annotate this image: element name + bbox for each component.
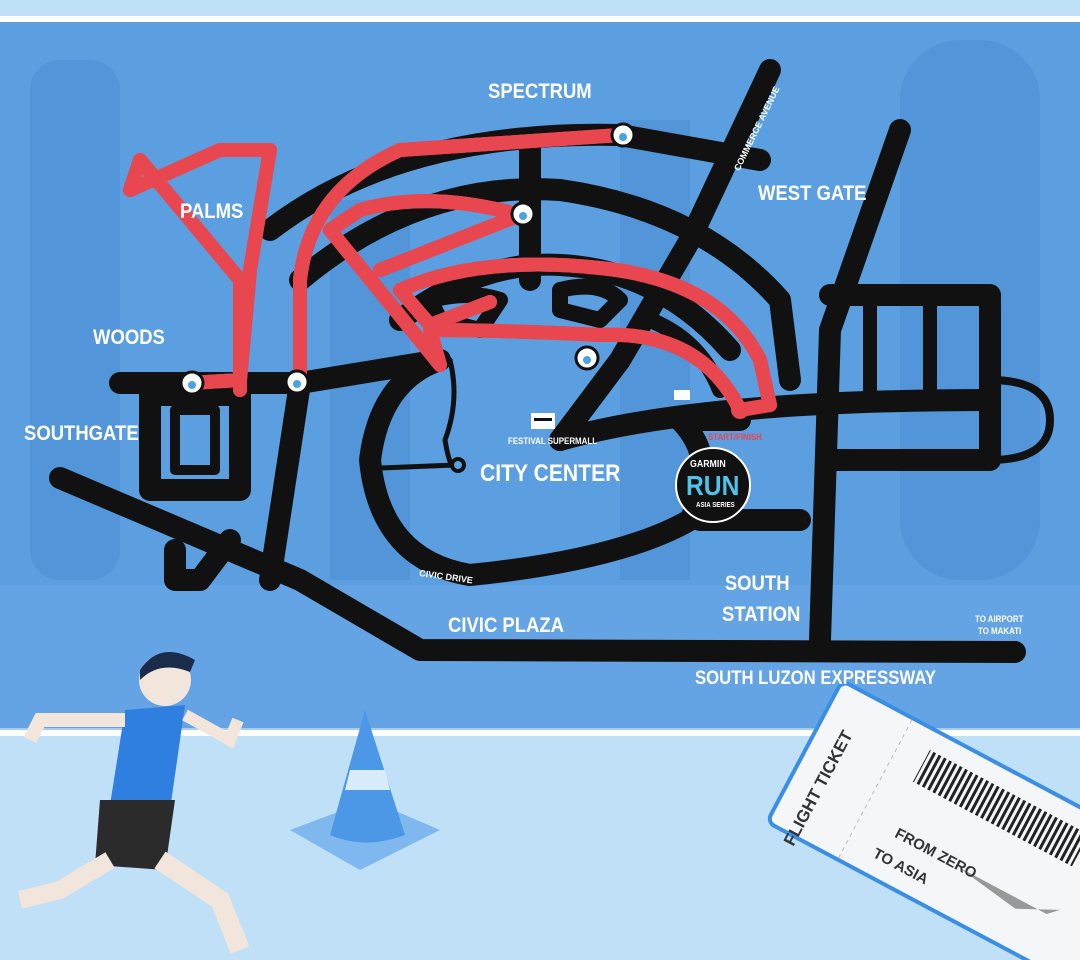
area-label-south-station: SOUTH STATION [722,572,801,626]
start-finish-marker [731,401,749,419]
flight-ticket-illustration [767,681,1080,960]
area-label-southgate: SOUTHGATE [24,422,139,445]
area-label-spectrum: SPECTRUM [488,80,592,103]
mall-icon [531,413,555,429]
roads [49,59,1054,663]
logo-series: ASIA SERIES [696,502,735,509]
start-finish-label: START/FINISH [708,432,762,442]
area-label-palms: PALMS [180,200,244,223]
garmin-run-logo [675,447,751,523]
direction-airport: TO AIRPORT [975,614,1024,624]
runner-illustration [17,652,250,954]
landmark-festival-supermall: FESTIVAL SUPERMALL [508,436,598,446]
race-route [123,128,777,417]
logo-name: RUN [686,470,740,501]
traffic-cone-illustration [290,710,440,870]
area-label-west-gate: WEST GATE [758,182,867,205]
building-icon [674,390,690,400]
direction-makati: TO MAKATI [978,626,1022,636]
area-label-city-center: CITY CENTER [480,460,621,487]
road-label-south-luzon-expressway: SOUTH LUZON EXPRESSWAY [695,668,936,689]
area-label-woods: WOODS [93,326,165,349]
logo-brand: GARMIN [690,459,726,470]
area-label-civic-plaza: CIVIC PLAZA [448,614,565,637]
